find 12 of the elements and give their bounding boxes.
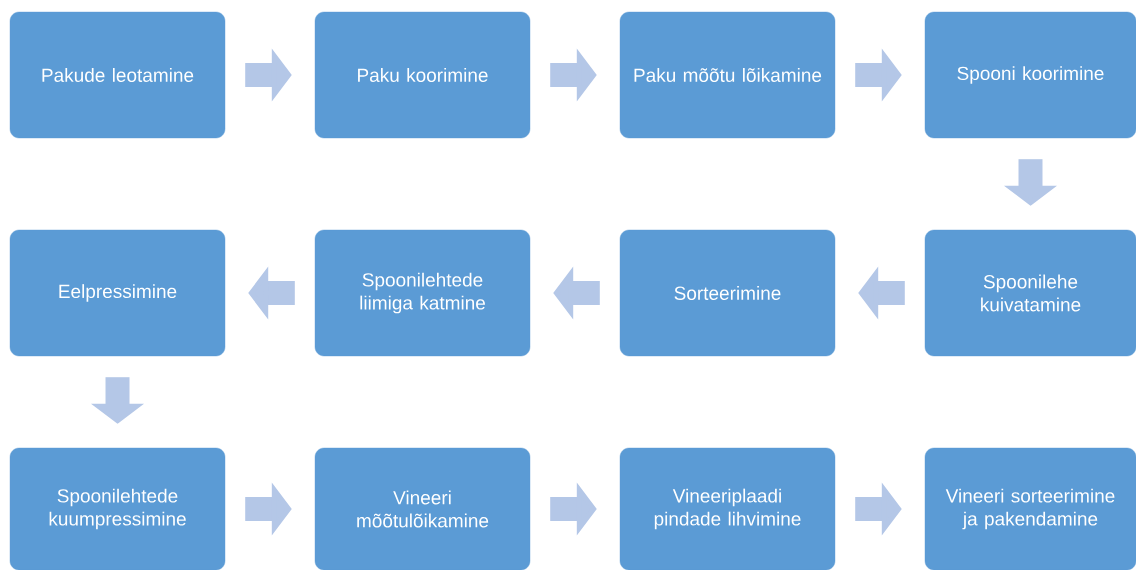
process-box: Vineeri mõõtulõikamine (314, 447, 531, 570)
process-box: Paku koorimine (314, 11, 531, 139)
process-box: Pakude leotamine (9, 11, 226, 139)
process-box: Spoonilehtede liimiga katmine (314, 229, 531, 357)
process-box: Spoonilehtede kuumpressimine (9, 447, 226, 570)
process-box: Sorteerimine (619, 229, 836, 357)
process-box: Eelpressimine (9, 229, 226, 357)
process-box: Paku mõõtu lõikamine (619, 11, 836, 139)
process-box: Spooni koorimine (924, 11, 1136, 139)
process-box: Vineeriplaadi pindade lihvimine (619, 447, 836, 570)
process-box: Spoonilehe kuivatamine (924, 229, 1136, 357)
process-box: Vineeri sorteerimine ja pakendamine (924, 447, 1136, 570)
